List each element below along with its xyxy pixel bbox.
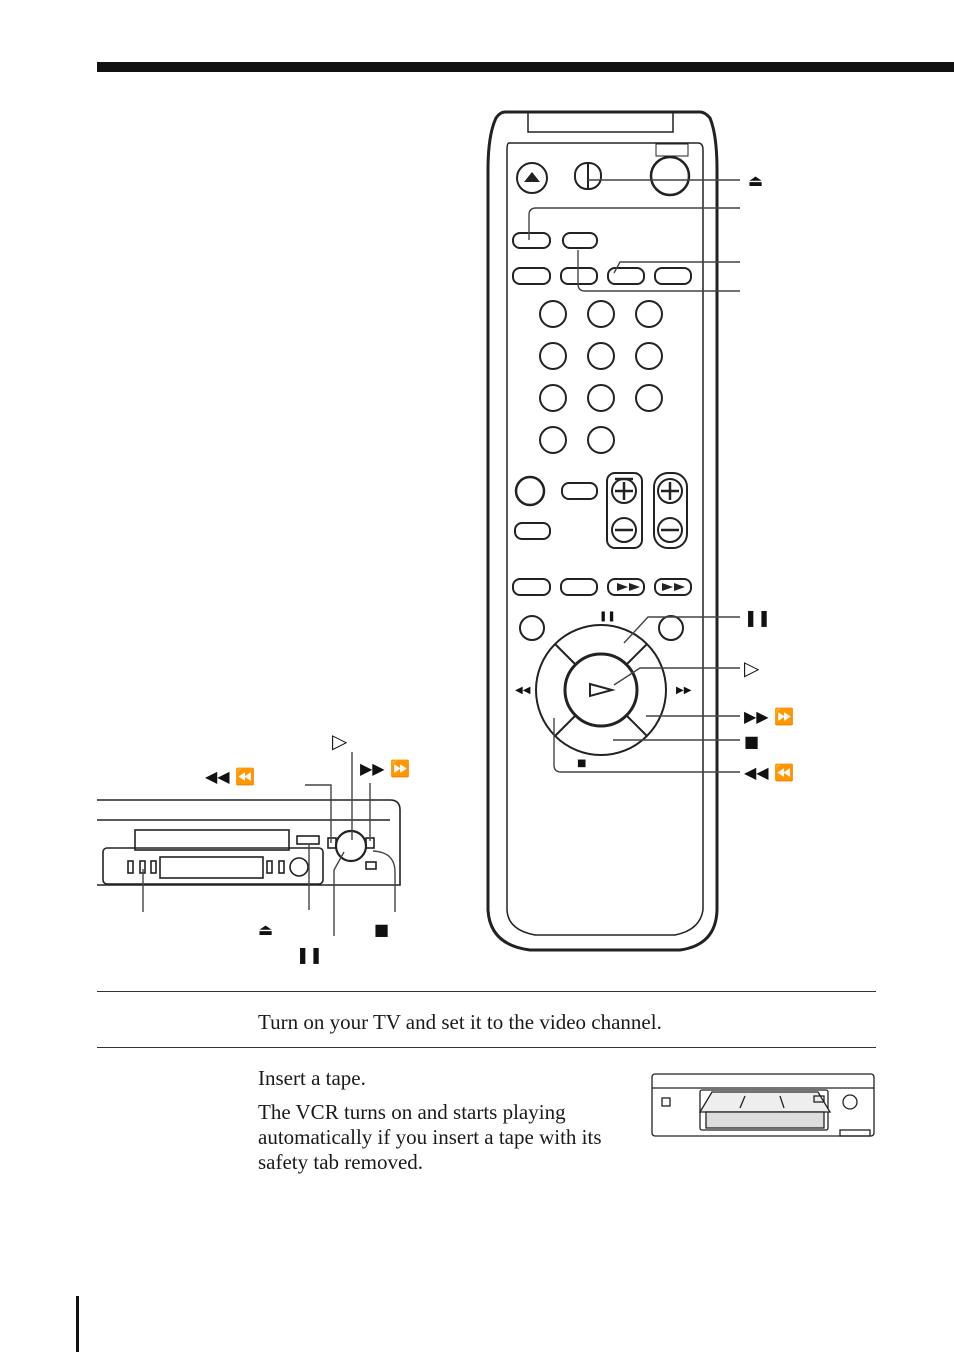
remote-rew-label: ◀◀ ⏪ — [744, 763, 794, 782]
vcr-pause-label: ❚❚ — [296, 945, 323, 964]
header-rule — [97, 62, 954, 72]
step-divider-1 — [97, 991, 876, 992]
remote-pause-label: ❚❚ — [744, 608, 771, 627]
remote-ff-label: ▶▶ ⏩ — [744, 707, 794, 726]
vcr-stop-label: ■ — [374, 920, 389, 939]
vcr-front-panel — [97, 799, 401, 886]
remote-eject-label: ⏏ — [748, 171, 763, 190]
svg-text:❚❚: ❚❚ — [599, 611, 616, 622]
vcr-ff-label: ▶▶ ⏩ — [360, 759, 410, 778]
vcr-leader-lines — [142, 752, 396, 936]
svg-text:▶▶: ▶▶ — [676, 685, 692, 696]
svg-text:◀◀: ◀◀ — [515, 685, 531, 696]
vcr-with-tape — [651, 1073, 875, 1137]
step-2-note: The VCR turns on and starts playing auto… — [258, 1100, 602, 1174]
remote-leader-lines — [528, 179, 740, 773]
remote-callout-labels: ⏏ ❚❚ ▷ ▶▶ ⏩ ■ ◀◀ ⏪ — [744, 171, 794, 782]
step-1-text: Turn on your TV and set it to the video … — [258, 1010, 662, 1034]
vcr-rew-label: ◀◀ ⏪ — [205, 767, 255, 786]
step-2-text: Insert a tape. — [258, 1066, 366, 1090]
step-divider-2 — [97, 1047, 876, 1048]
remote-symbols: ❚❚ ◀◀ ▶▶ ■ — [515, 477, 692, 769]
vcr-eject-label: ⏏ — [258, 920, 273, 939]
vcr-play-label: ▷ — [332, 729, 348, 753]
svg-text:■: ■ — [577, 758, 586, 769]
remote-play-label: ▷ — [744, 656, 760, 680]
vcr-callout-labels: ◀◀ ⏪ ▷ ▶▶ ⏩ ⏏ ■ ❚❚ — [205, 729, 410, 964]
remote-control — [486, 110, 719, 952]
remote-stop-label: ■ — [744, 732, 759, 751]
margin-rule — [76, 1296, 79, 1352]
